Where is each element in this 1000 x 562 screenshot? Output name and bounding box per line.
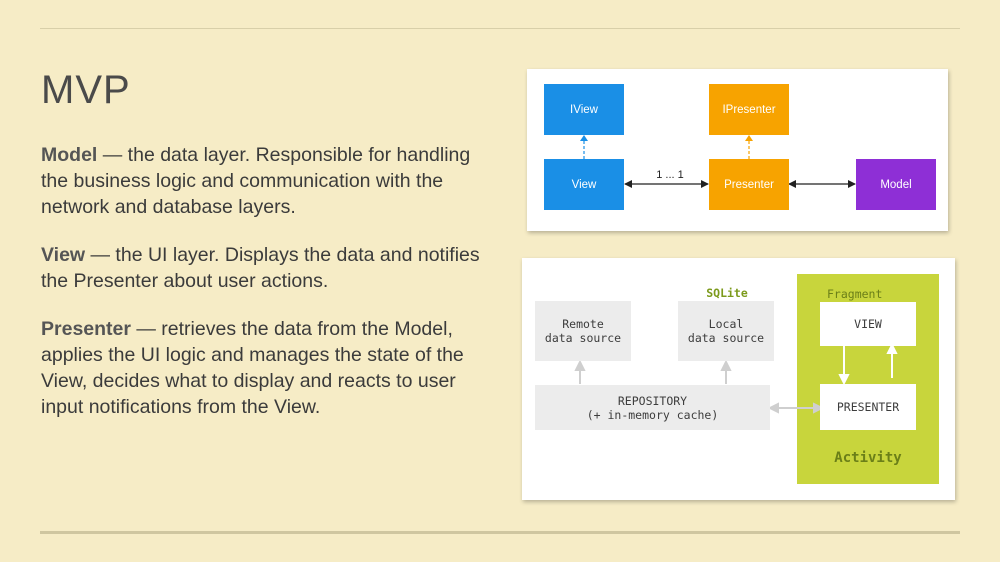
mvp-diagram-connectors xyxy=(580,135,856,188)
architecture-connectors xyxy=(574,342,898,414)
view-implements-arrowhead xyxy=(580,135,588,141)
sqlite-label: SQLite xyxy=(706,286,748,300)
local-data-source-box: Local data source xyxy=(678,301,774,361)
remote-data-source-box: Remote data source xyxy=(535,301,631,361)
repo-presenter-arrowhead-right xyxy=(813,402,825,414)
repo-presenter-arrowhead-left xyxy=(767,402,779,414)
presenter-implements-arrowhead xyxy=(745,135,753,141)
model-box: Model xyxy=(856,159,936,210)
repo-remote-arrowhead xyxy=(574,359,586,371)
view-term: View xyxy=(41,244,86,266)
model-description: — the data layer. Responsible for handli… xyxy=(41,144,471,218)
view-presenter-down-arrowhead xyxy=(838,374,850,386)
fragment-label: Fragment xyxy=(827,287,883,301)
presenter-paragraph: Presenter — retrieves the data from the … xyxy=(41,316,491,420)
presenter-view-up-arrowhead xyxy=(886,342,898,354)
bottom-rule xyxy=(40,531,960,534)
iview-box: IView xyxy=(544,84,624,135)
model-term: Model xyxy=(41,144,98,166)
architecture-diagram: SQLite Remote data source Local data sou… xyxy=(522,258,955,500)
view-box: VIEW xyxy=(820,302,916,346)
view-description: — the UI layer. Displays the data and no… xyxy=(41,244,480,292)
presenter-box: PRESENTER xyxy=(820,384,916,430)
presenter-box: Presenter xyxy=(709,159,789,210)
presenter-description: — retrieves the data from the Model, app… xyxy=(41,318,464,418)
repo-local-arrowhead xyxy=(720,359,732,371)
model-paragraph: Model — the data layer. Responsible for … xyxy=(41,142,491,220)
view-box: View xyxy=(544,159,624,210)
view-paragraph: View — the UI layer. Displays the data a… xyxy=(41,242,491,294)
repository-box: REPOSITORY (+ in-memory cache) xyxy=(535,385,770,430)
mvp-diagram: IView IPresenter View Presenter Model 1 … xyxy=(527,69,948,231)
relation-label: 1 ... 1 xyxy=(656,169,684,181)
slide-title: MVP xyxy=(41,68,131,112)
top-rule xyxy=(40,28,960,29)
activity-label: Activity xyxy=(834,450,902,466)
ipresenter-box: IPresenter xyxy=(709,84,789,135)
presenter-term: Presenter xyxy=(41,318,131,340)
